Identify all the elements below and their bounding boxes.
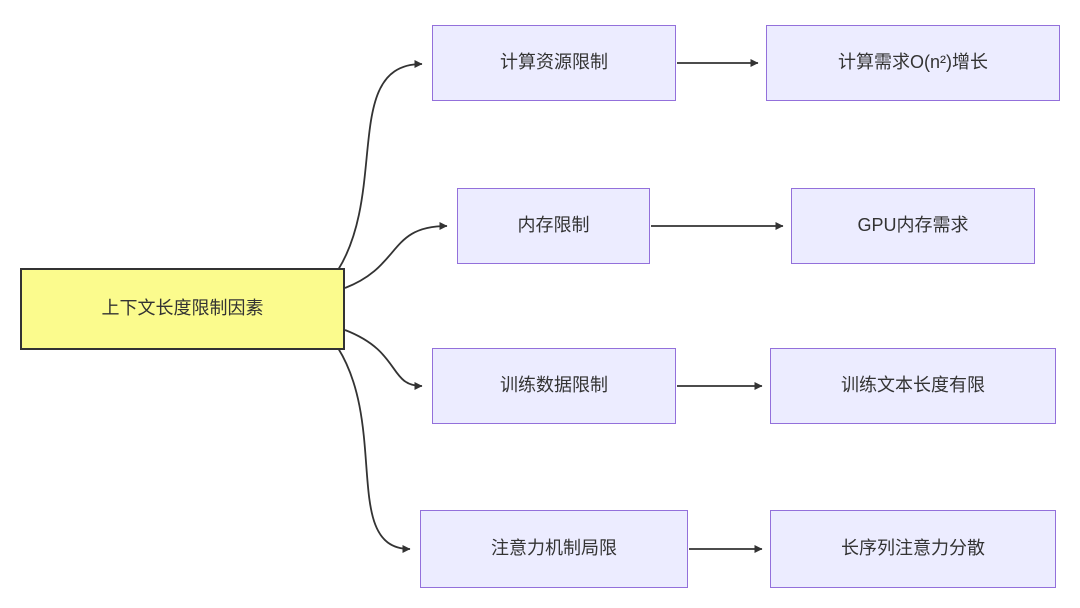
node-text-length: 训练文本长度有限 <box>770 348 1056 424</box>
edge-root-to-memory-limit <box>344 222 448 289</box>
node-memory-limit: 内存限制 <box>457 188 650 264</box>
node-attention-dispersion-label: 长序列注意力分散 <box>841 538 985 559</box>
node-compute-growth: 计算需求O(n²)增长 <box>766 25 1060 101</box>
node-root: 上下文长度限制因素 <box>20 268 345 350</box>
node-attention-dispersion: 长序列注意力分散 <box>770 510 1056 588</box>
node-compute-growth-label: 计算需求O(n²)增长 <box>838 52 988 73</box>
node-training-data-limit-label: 训练数据限制 <box>500 375 608 396</box>
node-attention-limit-label: 注意力机制局限 <box>491 538 617 559</box>
node-root-label: 上下文长度限制因素 <box>101 298 264 319</box>
edge-root-to-compute-limit <box>337 60 423 271</box>
node-gpu-memory: GPU内存需求 <box>791 188 1035 264</box>
node-compute-limit: 计算资源限制 <box>432 25 676 101</box>
node-gpu-memory-label: GPU内存需求 <box>857 215 969 236</box>
node-memory-limit-label: 内存限制 <box>517 215 590 236</box>
node-attention-limit: 注意力机制局限 <box>420 510 688 588</box>
edge-root-to-training-data-limit <box>344 329 423 390</box>
edge-root-to-attention-limit <box>337 347 411 553</box>
node-training-data-limit: 训练数据限制 <box>432 348 676 424</box>
node-text-length-label: 训练文本长度有限 <box>841 375 985 396</box>
node-compute-limit-label: 计算资源限制 <box>500 52 608 73</box>
